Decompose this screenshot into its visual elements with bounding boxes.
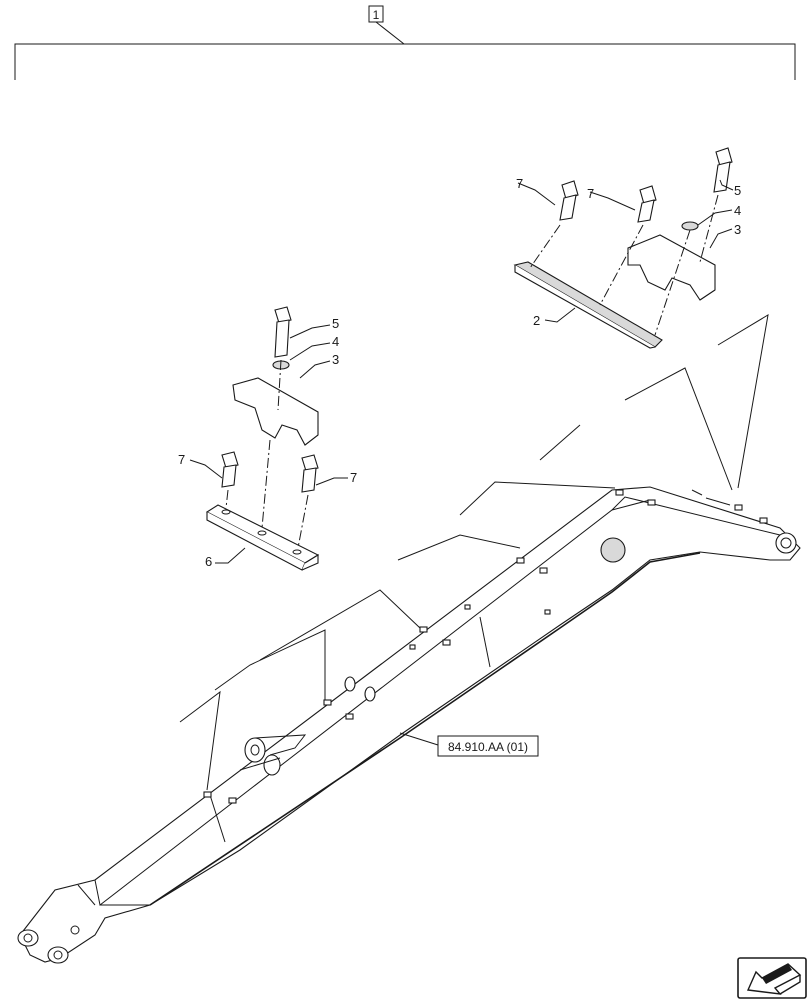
callout-lower-clamp: 3 — [332, 352, 339, 367]
reference-callout: 84.910.AA (01) — [399, 732, 539, 757]
upper-clamp — [627, 234, 716, 301]
callout-upper-clamp: 3 — [734, 222, 741, 237]
callout-upper-plate: 2 — [533, 313, 540, 328]
callout-lower-bolt-right: 7 — [350, 470, 357, 485]
callout-lower-plate: 6 — [205, 554, 212, 569]
end-pin — [775, 532, 797, 554]
upper-washer — [681, 221, 699, 231]
callout-upper-bolt-right: 5 — [734, 183, 741, 198]
pivot-boss — [600, 537, 626, 563]
arrow-back-icon[interactable] — [737, 957, 807, 999]
lower-bolt-left — [221, 451, 239, 488]
clamp-bosses — [203, 489, 768, 804]
callout-upper-bolt-left: 7 — [516, 176, 523, 191]
upper-plate — [513, 261, 663, 348]
callout-lower-washer: 4 — [332, 334, 339, 349]
lower-clamp — [232, 377, 319, 446]
callout-lower-bolt-left: 7 — [178, 452, 185, 467]
upper-bolt-mid — [637, 185, 657, 223]
upper-clamp-group: 7 7 5 4 3 2 — [513, 147, 741, 349]
boom-outline — [19, 486, 801, 963]
reference-callout-label: 84.910.AA (01) — [448, 740, 528, 754]
assembly-bracket: 1 — [14, 5, 796, 80]
upper-bolt-right — [713, 147, 733, 193]
assembly-callout-label: 1 — [373, 8, 380, 22]
callout-lower-bolt-top: 5 — [332, 316, 339, 331]
callout-upper-washer: 4 — [734, 203, 741, 218]
lower-bolt-right — [301, 454, 319, 493]
lower-bolt-top — [274, 306, 292, 358]
front-lugs — [17, 925, 80, 964]
lower-clamp-group: 5 4 3 7 7 6 — [178, 306, 357, 571]
boom-arm — [17, 314, 801, 964]
cylinder-mounts — [239, 489, 731, 776]
callout-upper-bolt-mid: 7 — [587, 186, 594, 201]
reference-callout-box — [437, 735, 539, 757]
upper-bolt-left — [559, 180, 579, 221]
